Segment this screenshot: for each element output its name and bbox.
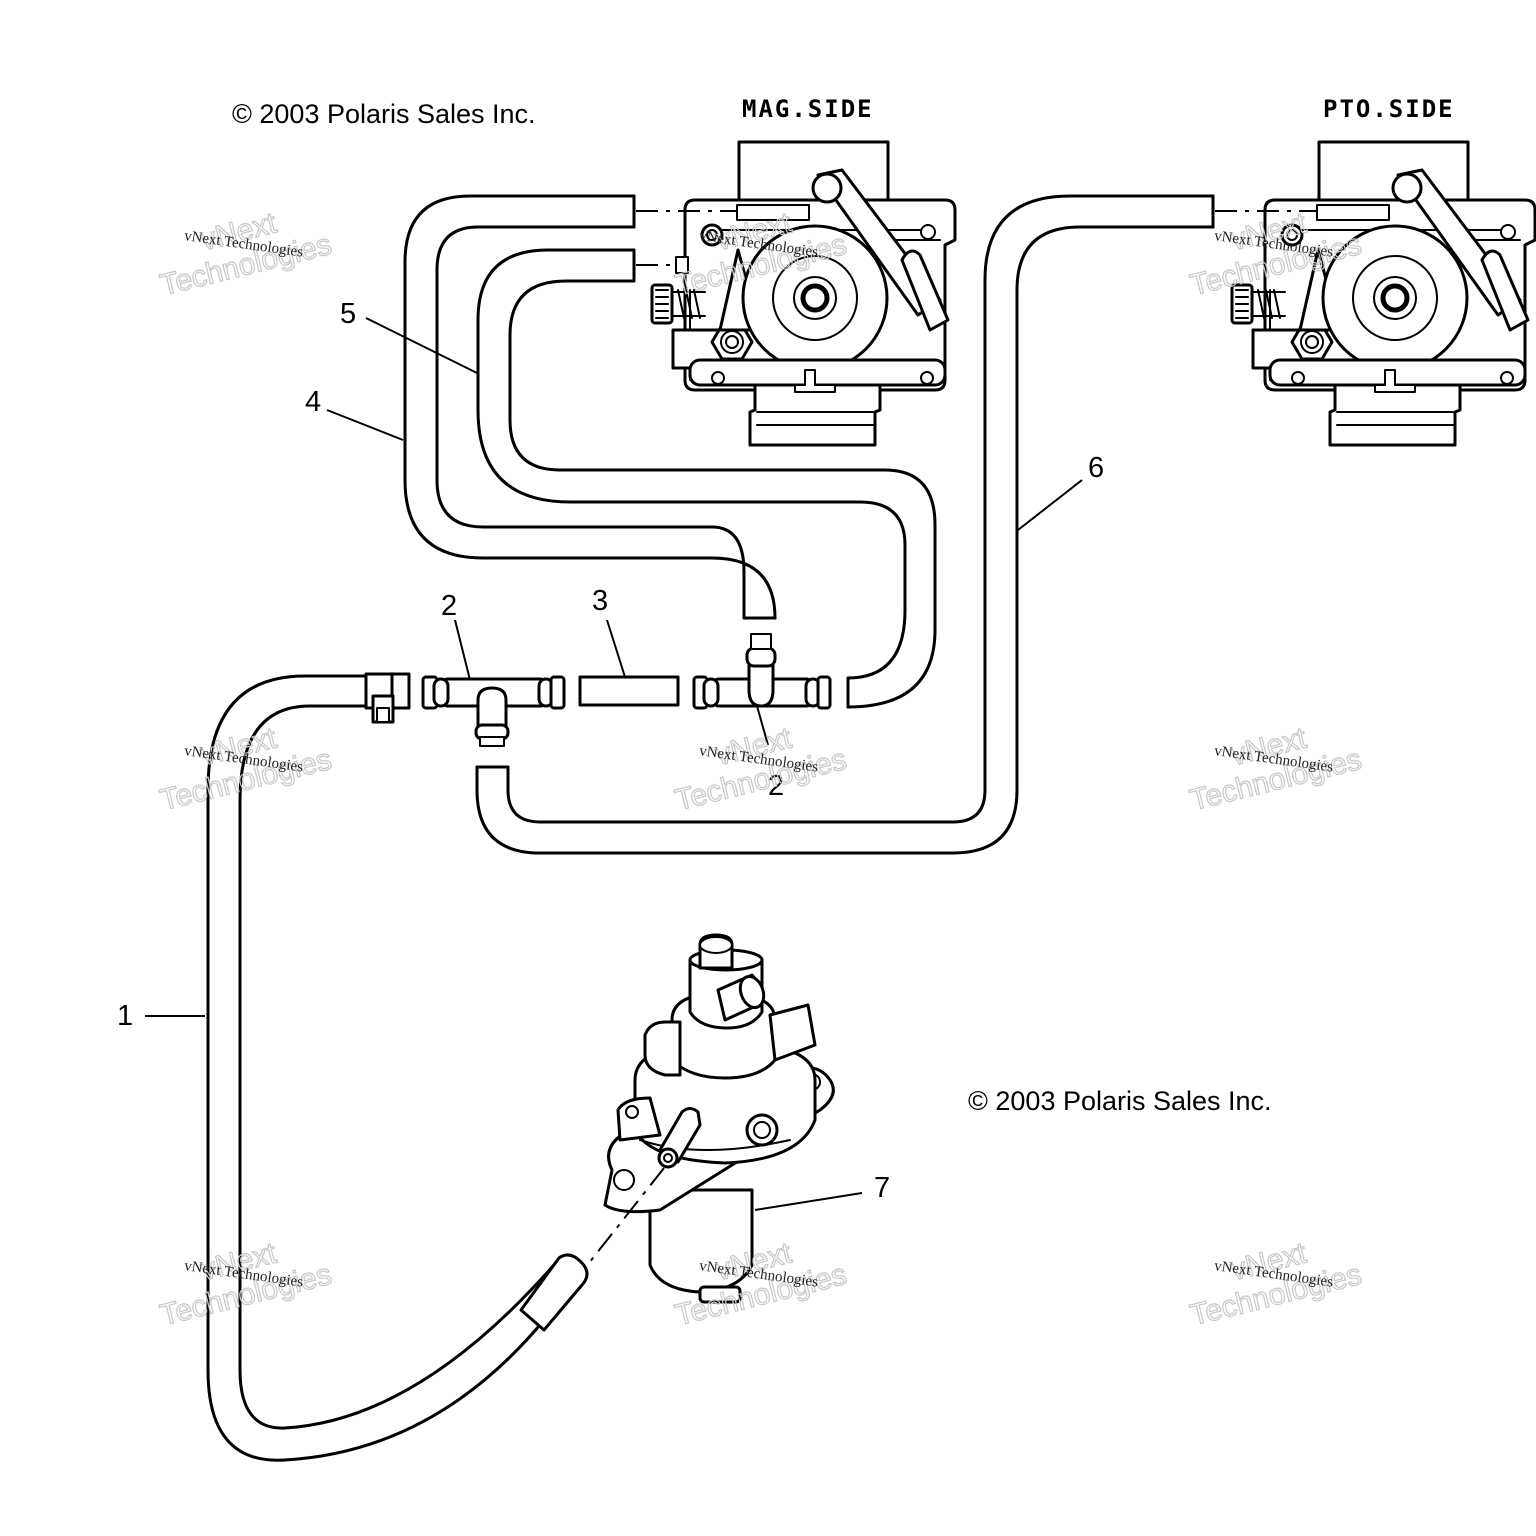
watermark: vNext Technologies vNext Technologies	[156, 1236, 335, 1333]
carburetor-pto-side[interactable]	[1230, 140, 1536, 447]
callout-3[interactable]: 3	[592, 585, 608, 617]
fuel-pump[interactable]	[603, 933, 835, 1304]
callout-7[interactable]: 7	[874, 1172, 890, 1204]
watermark: vNext Technologies vNext Technologies	[671, 721, 850, 818]
callout-2-left[interactable]: 2	[441, 590, 457, 622]
hose-clamp[interactable]	[364, 672, 411, 724]
hose-connector[interactable]	[578, 675, 680, 707]
watermark: vNext Technologies vNext Technologies	[156, 721, 335, 818]
callout-1[interactable]: 1	[117, 1000, 133, 1032]
callout-4[interactable]: 4	[305, 386, 321, 418]
copyright-bottom: © 2003 Polaris Sales Inc.	[968, 1086, 1272, 1116]
leader-4	[326, 409, 404, 441]
callout-6[interactable]: 6	[1088, 452, 1104, 484]
watermark: vNext Technologies vNext Technologies	[156, 206, 335, 303]
leader-5	[365, 317, 478, 374]
fuel-hose-4[interactable]	[403, 194, 777, 620]
callout-5[interactable]: 5	[340, 298, 356, 330]
leader-2a	[454, 619, 471, 681]
watermark: vNext Technologies vNext Technologies	[1186, 1236, 1365, 1333]
connection-line	[584, 1167, 665, 1269]
fuel-hose-6[interactable]	[475, 194, 1215, 855]
carburetor-mag-side[interactable]	[650, 140, 957, 447]
leader-7	[754, 1192, 863, 1211]
leader-2b	[756, 705, 769, 746]
fuel-hose-1[interactable]	[206, 674, 589, 1462]
fuel-hose-5[interactable]	[476, 248, 937, 709]
leader-3	[606, 619, 626, 678]
callout-2-right[interactable]: 2	[768, 770, 784, 802]
watermark: vNext Technologies vNext Technologies	[1186, 721, 1365, 818]
tee-fitting-right[interactable]	[692, 633, 832, 710]
leader-6	[1017, 479, 1083, 531]
copyright-top: © 2003 Polaris Sales Inc.	[232, 99, 536, 129]
mag-side-label: MAG.SIDE	[742, 95, 874, 123]
tee-fitting-left[interactable]	[421, 675, 566, 747]
pto-side-label: PTO.SIDE	[1323, 95, 1455, 123]
